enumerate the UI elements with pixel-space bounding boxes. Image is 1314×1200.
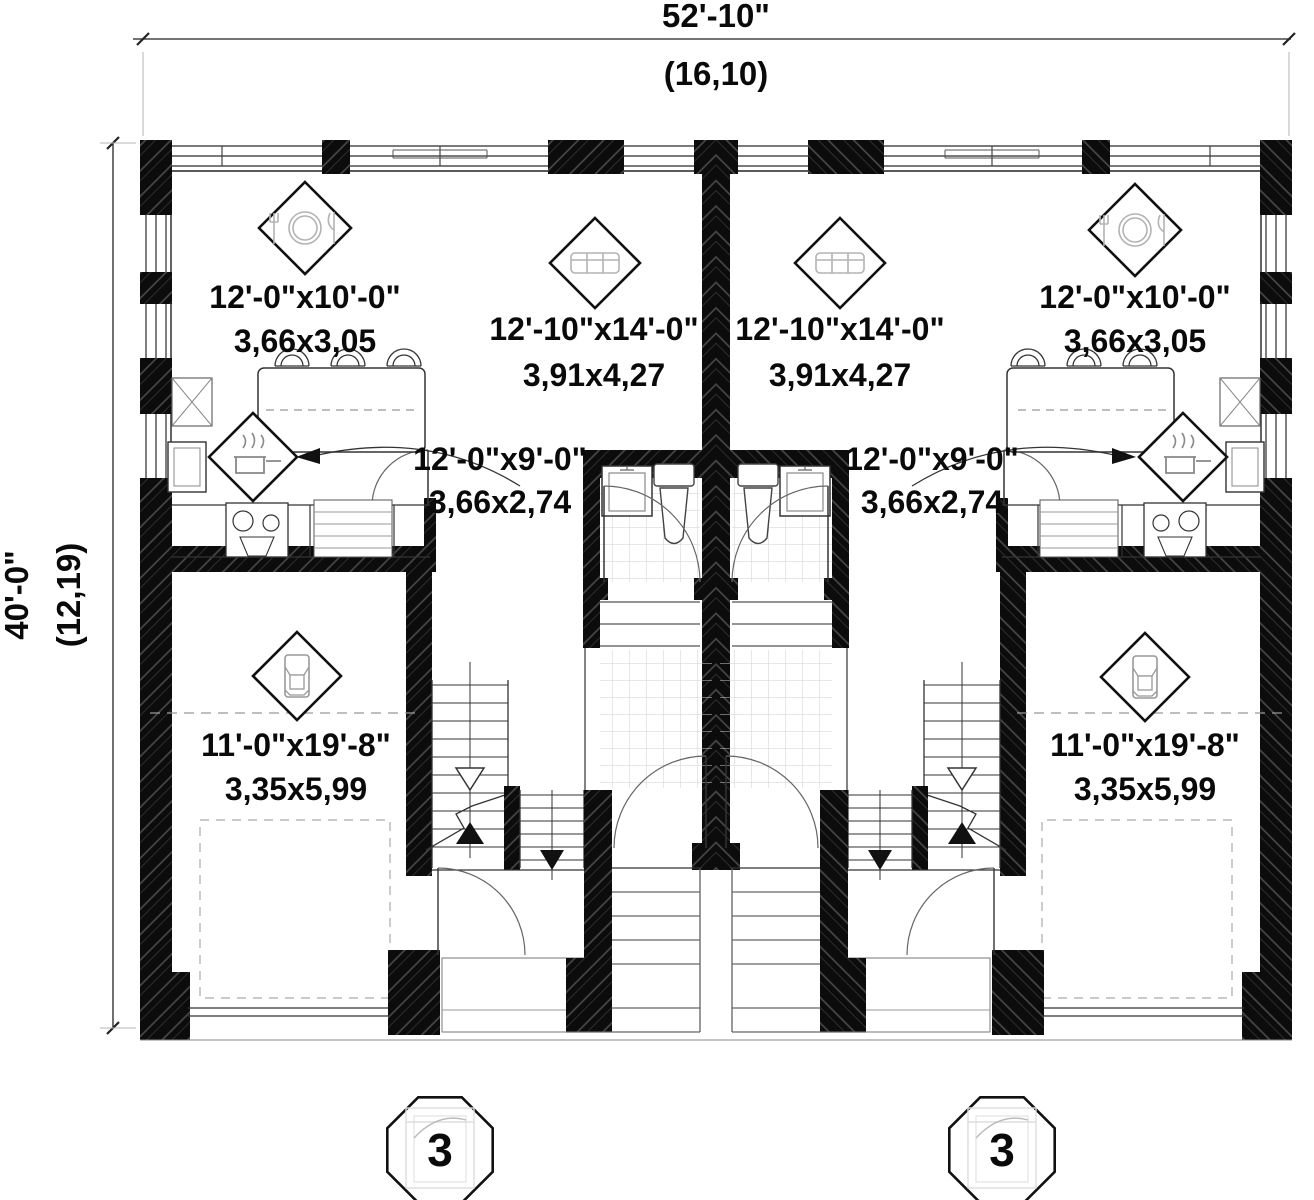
overall-depth-label: 40'-0": [0, 550, 35, 640]
living-right-metric-label: 3,91x4,27: [769, 357, 911, 393]
garage-left-metric-label: 3,35x5,99: [225, 771, 367, 807]
overall-depth-metric-label: (12,19): [50, 543, 87, 648]
cooking-pot-icon: [234, 432, 281, 474]
entry-marker-left: 3: [385, 1096, 495, 1200]
kitchen-callout-right: [1137, 411, 1229, 503]
entry-marker-right-number: 3: [989, 1124, 1015, 1176]
top-dimension: 52'-10" (16,10): [133, 0, 1296, 136]
sofa-icon: [815, 252, 865, 274]
garage-right-size-label: 11'-0"x19'-8": [1050, 727, 1240, 763]
car-icon: [1132, 655, 1158, 699]
dining-table-icon: [1099, 213, 1165, 247]
garage-left-size-label: 11'-0"x19'-8": [201, 727, 391, 763]
dining-right-size-label: 12'-0"x10'-0": [1039, 279, 1230, 315]
living-left-metric-label: 3,91x4,27: [523, 357, 665, 393]
kitchen-right-size-label: 12'-0"x9'-0": [845, 441, 1019, 477]
entry-marker-right: 3: [947, 1096, 1056, 1200]
right-unit-geometry: [715, 139, 1293, 1041]
sofa-icon: [570, 252, 620, 274]
door-swing-icon: [967, 1107, 1037, 1189]
living-callout-right: [793, 216, 887, 310]
cooking-pot-icon: [1164, 432, 1211, 474]
dining-callout-left: [257, 180, 353, 276]
kitchen-right-metric-label: 3,66x2,74: [861, 484, 1004, 520]
car-icon: [284, 654, 310, 698]
garage-callout-right: [1099, 631, 1191, 723]
left-dimension: 40'-0" (12,19): [0, 136, 136, 1035]
living-callout-left: [548, 216, 642, 310]
dining-callout-right: [1087, 182, 1183, 278]
dining-right-metric-label: 3,66x3,05: [1064, 323, 1206, 359]
living-right-size-label: 12'-10"x14'-0": [735, 311, 944, 347]
dining-left-size-label: 12'-0"x10'-0": [209, 279, 400, 315]
living-left-size-label: 12'-10"x14'-0": [489, 311, 698, 347]
kitchen-left-size-label: 12'-0"x9'-0": [413, 441, 587, 477]
overall-width-label: 52'-10": [662, 0, 770, 34]
overall-width-metric-label: (16,10): [664, 55, 769, 92]
dining-table-icon: [269, 211, 335, 245]
garage-right-metric-label: 3,35x5,99: [1074, 771, 1216, 807]
kitchen-callout-left: [207, 411, 299, 503]
kitchen-left-metric-label: 3,66x2,74: [429, 484, 572, 520]
dining-left-metric-label: 3,66x3,05: [234, 323, 376, 359]
garage-callout-left: [251, 630, 343, 722]
entry-marker-left-number: 3: [427, 1124, 453, 1176]
door-swing-icon: [405, 1107, 475, 1189]
